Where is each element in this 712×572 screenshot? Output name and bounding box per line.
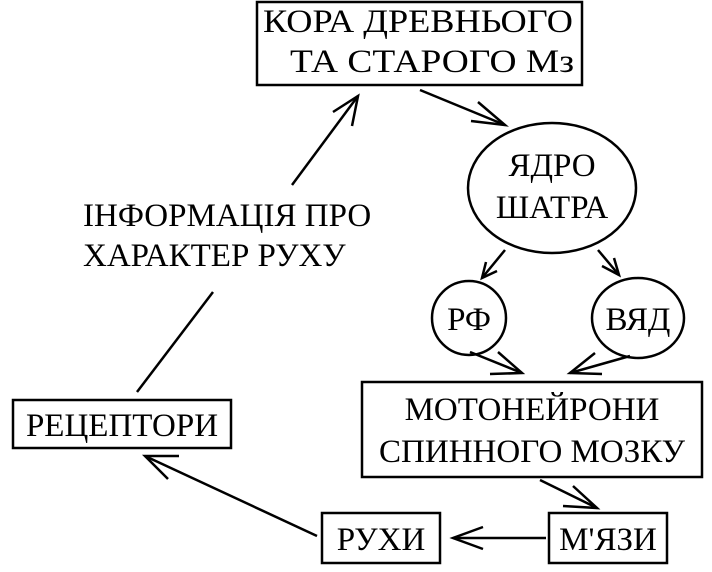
muscles-box: [547, 511, 669, 565]
cortex-node: КОРА ДРЕВНЬОГО ТА СТАРОГО Мз: [255, 0, 584, 87]
tent-nucleus-label-line2: ШАТРА: [496, 190, 609, 226]
arrow-vyad-to-motoneurons: [566, 352, 631, 376]
motoneurons-label-line1: МОТОНЕЙРОНИ: [405, 391, 660, 428]
rf-node: РФ: [430, 279, 508, 357]
movements-box: [320, 511, 442, 565]
cortex-box: [255, 0, 584, 87]
cortex-label-line1: КОРА ДРЕВНЬОГО: [263, 4, 573, 40]
arrow-cortex-to-tent-nucleus: [419, 88, 509, 127]
muscles-label: М'ЯЗИ: [559, 522, 657, 558]
receptors-box: [11, 398, 233, 450]
receptors-node: РЕЦЕПТОРИ: [11, 398, 233, 450]
arrow-motoneurons-to-muscles: [539, 478, 601, 510]
movements-node: РУХИ: [320, 511, 442, 565]
arrow-rf-to-motoneurons: [469, 350, 526, 376]
feedback-label-line1: ІНФОРМАЦІЯ ПРО: [83, 198, 371, 234]
arrow-receptors-to-cortex: [136, 93, 360, 393]
movements-label: РУХИ: [337, 522, 426, 558]
cortex-label-line2: ТА СТАРОГО Мз: [290, 44, 574, 80]
muscles-node: М'ЯЗИ: [547, 511, 669, 565]
vyad-label: ВЯД: [606, 302, 671, 338]
feedback-label: ІНФОРМАЦІЯ ПРО ХАРАКТЕР РУХУ: [83, 198, 371, 274]
arrow-movements-to-receptors: [141, 454, 318, 538]
vyad-ellipse: [590, 276, 686, 360]
motoneurons-box: [360, 380, 704, 479]
tent-nucleus-label-line1: ЯДРО: [508, 148, 595, 184]
arrow-tent-nucleus-to-vyad: [597, 249, 622, 278]
receptors-label: РЕЦЕПТОРИ: [26, 408, 218, 444]
feedback-label-line2: ХАРАКТЕР РУХУ: [83, 238, 346, 274]
rf-ellipse: [430, 279, 508, 357]
motoneurons-label-line2: СПИННОГО МОЗКУ: [379, 434, 686, 470]
tent-nucleus-ellipse: [466, 121, 638, 255]
motoneurons-node: МОТОНЕЙРОНИ СПИННОГО МОЗКУ: [360, 380, 704, 479]
arrow-tent-nucleus-to-rf: [480, 249, 506, 281]
arrow-muscles-to-movements: [449, 525, 546, 551]
rf-label: РФ: [447, 302, 491, 338]
vyad-node: ВЯД: [590, 276, 686, 360]
tent-nucleus-node: ЯДРО ШАТРА: [466, 121, 638, 255]
